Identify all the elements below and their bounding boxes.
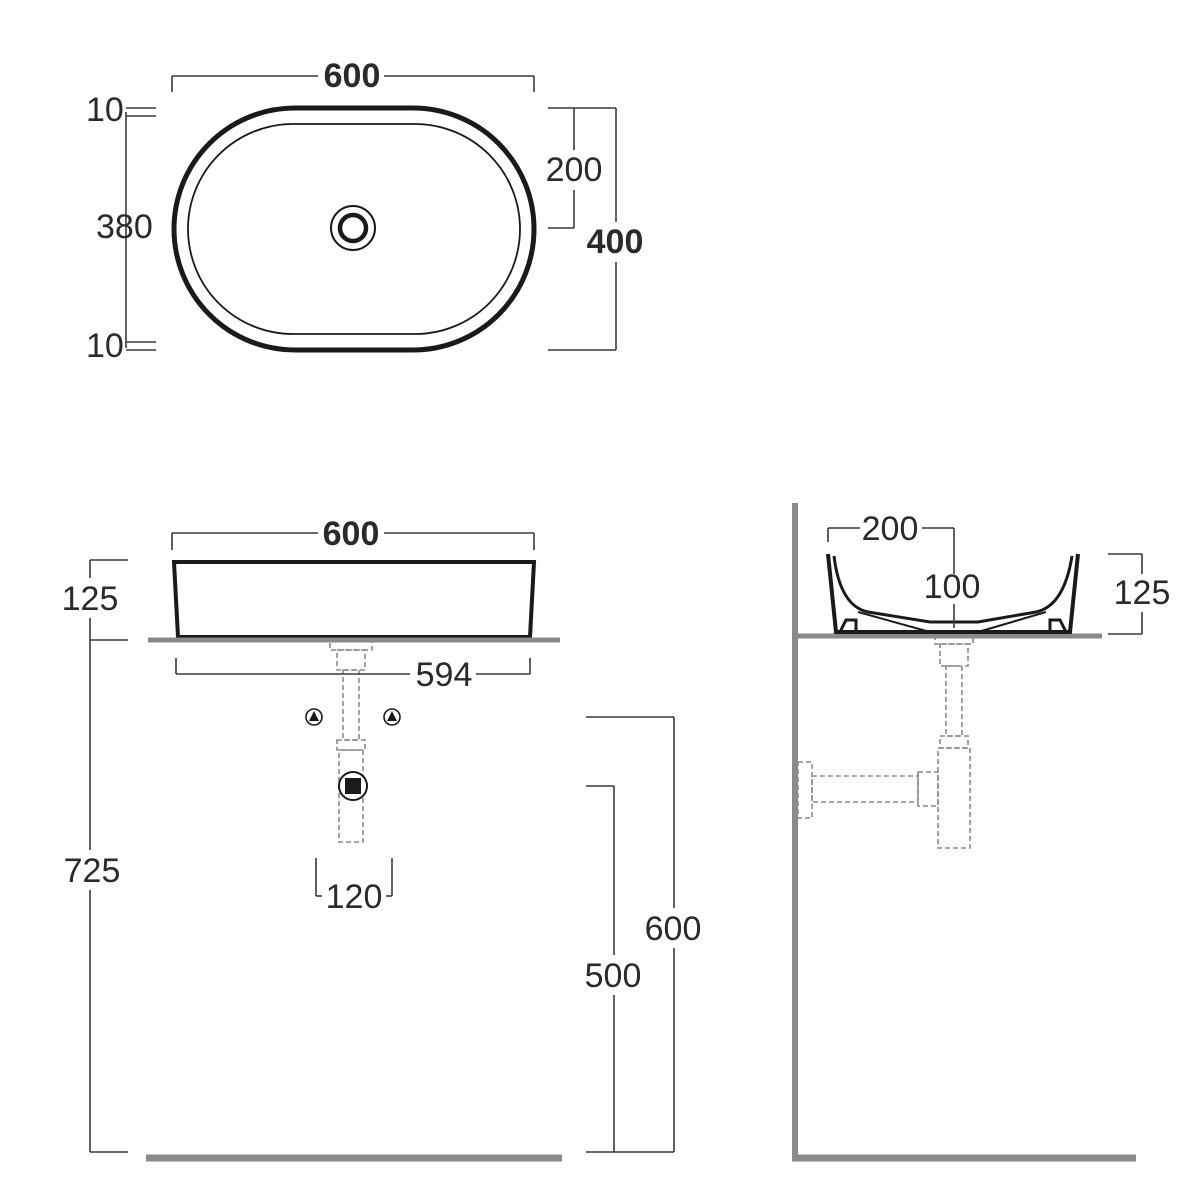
top-depth-label: 400 xyxy=(587,223,644,261)
outlet-height-label: 500 xyxy=(585,957,642,995)
waste-outer-icon xyxy=(330,205,376,251)
front-basin-outline xyxy=(171,560,537,639)
side-waste-offset-label: 200 xyxy=(862,510,919,548)
top-view: 600 10 380 10 200 400 xyxy=(86,57,643,365)
base-width-label: 594 xyxy=(416,656,473,694)
side-basin-outline xyxy=(826,553,1080,634)
rim-top-label: 10 xyxy=(86,91,124,129)
front-height-label: 125 xyxy=(62,580,119,618)
right-supply-valve-icon xyxy=(383,708,401,726)
inner-depth-label: 380 xyxy=(96,208,153,246)
front-width-label: 600 xyxy=(323,515,380,553)
waste-diameter-label: 100 xyxy=(924,568,981,606)
basin-inner-outline xyxy=(187,123,521,335)
supply-height-label: 600 xyxy=(645,910,702,948)
top-waste-offset-label: 200 xyxy=(546,151,603,189)
trap-width-label: 120 xyxy=(326,878,383,916)
front-view: 600 594 125 725 120 500 6 xyxy=(62,515,702,1162)
top-width-label: 600 xyxy=(324,57,381,95)
left-supply-valve-icon xyxy=(305,708,323,726)
side-height-label: 125 xyxy=(1114,574,1171,612)
basin-outer-outline xyxy=(171,105,537,353)
side-view: 200 100 125 xyxy=(792,503,1171,1162)
rim-bottom-label: 10 xyxy=(86,327,124,365)
waste-inner-icon xyxy=(337,212,369,244)
counter-height-label: 725 xyxy=(64,852,121,890)
